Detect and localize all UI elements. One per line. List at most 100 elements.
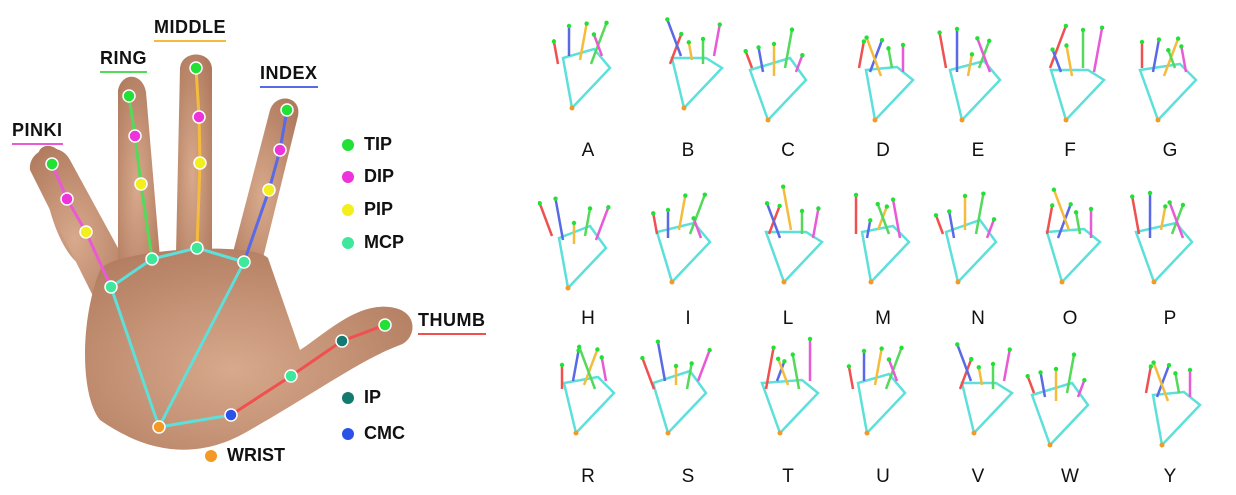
- sign-hand-skeleton: [1120, 335, 1220, 460]
- sign-tip-point: [1157, 37, 1161, 41]
- sign-letter-label: S: [638, 466, 738, 488]
- mcp-point: [146, 253, 158, 265]
- sign-hand-skeleton: [638, 178, 738, 303]
- sign-letter-label: P: [1120, 308, 1220, 330]
- sign-tip-point: [791, 352, 795, 356]
- sign-finger-line: [886, 348, 902, 389]
- sign-finger-line: [949, 211, 954, 238]
- sign-wrist-point: [865, 431, 870, 436]
- sign-letter-label: E: [928, 140, 1028, 162]
- sign-finger-line: [813, 208, 818, 238]
- sign-palm-line: [563, 49, 610, 108]
- sign-tip-point: [879, 346, 883, 350]
- legend-pip: PIP: [342, 199, 393, 220]
- sign-tip-point: [1081, 28, 1085, 32]
- sign-finger-line: [1157, 365, 1169, 397]
- sign-finger-line: [1132, 197, 1139, 234]
- sign-tip-point: [665, 17, 669, 21]
- sign-wrist-point: [869, 280, 874, 285]
- sign-palm-line: [766, 232, 822, 282]
- legend-ip: IP: [342, 387, 381, 408]
- sign-palm-line: [1140, 64, 1196, 120]
- legend-cmc: CMC: [342, 423, 405, 444]
- sign-finger-line: [1067, 355, 1074, 393]
- sign-palm-line: [1153, 392, 1200, 445]
- sign-palm-line: [862, 226, 909, 282]
- sign-tip-point: [880, 38, 884, 42]
- sign-letter-label: D: [833, 140, 933, 162]
- sign-tip-point: [577, 345, 581, 349]
- sign-cell-w: W: [1020, 335, 1120, 495]
- sign-hand-skeleton: [738, 178, 838, 303]
- sign-tip-point: [756, 45, 760, 49]
- sign-tip-point: [800, 209, 804, 213]
- sign-tip-point: [772, 42, 776, 46]
- sign-tip-point: [572, 221, 576, 225]
- sign-tip-point: [1064, 43, 1068, 47]
- sign-tip-point: [955, 27, 959, 31]
- cmc-point: [225, 409, 237, 421]
- sign-finger-line: [940, 33, 946, 68]
- sign-letter-label: B: [638, 140, 738, 162]
- sign-tip-point: [1100, 26, 1104, 30]
- sign-tip-point: [1188, 368, 1192, 372]
- sign-tip-point: [1176, 36, 1180, 40]
- sign-finger-line: [936, 215, 943, 234]
- sign-tip-point: [1173, 371, 1177, 375]
- sign-tip-point: [987, 39, 991, 43]
- pip-point: [135, 178, 147, 190]
- sign-tip-point: [1025, 374, 1029, 378]
- tip-point: [281, 104, 293, 116]
- hand-landmark-diagram: PINKI RING MIDDLE INDEX THUMB TIP DIP PI…: [0, 0, 510, 489]
- sign-tip-point: [1140, 40, 1144, 44]
- sign-finger-line: [653, 213, 657, 234]
- sign-letter-label: V: [928, 466, 1028, 488]
- sign-wrist-point: [766, 118, 771, 123]
- mcp-point: [191, 242, 203, 254]
- finger-label-ring: RING: [100, 48, 147, 69]
- finger-label-thumb: THUMB: [418, 310, 486, 331]
- sign-hand-skeleton: [833, 178, 933, 303]
- sign-tip-point: [743, 49, 747, 53]
- sign-letter-label: A: [538, 140, 638, 162]
- sign-tip-point: [781, 185, 785, 189]
- sign-cell-c: C: [738, 10, 838, 170]
- sign-tip-point: [553, 196, 557, 200]
- sign-hand-skeleton: [538, 10, 638, 135]
- sign-palm-line: [962, 383, 1012, 433]
- sign-finger-line: [591, 23, 607, 64]
- sign-letter-label: Y: [1120, 466, 1220, 488]
- sign-finger-line: [579, 347, 595, 389]
- sign-letter-label: C: [738, 140, 838, 162]
- sign-finger-line: [1004, 350, 1010, 381]
- legend-wrist: WRIST: [205, 445, 285, 466]
- sign-tip-point: [683, 193, 687, 197]
- sign-cell-n: N: [928, 178, 1028, 338]
- sign-cell-a: A: [538, 10, 638, 170]
- sign-hand-skeleton: [833, 10, 933, 135]
- sign-finger-line: [849, 366, 853, 389]
- sign-tip-point: [1167, 200, 1171, 204]
- sign-hand-skeleton: [1120, 178, 1220, 303]
- sign-tip-point: [899, 346, 903, 350]
- sign-finger-line: [573, 351, 579, 381]
- dip-point: [61, 193, 73, 205]
- sign-tip-point: [854, 193, 858, 197]
- sign-finger-line: [687, 363, 692, 389]
- sign-hand-skeleton: [928, 335, 1028, 460]
- sign-finger-line: [859, 41, 864, 68]
- sign-tip-point: [876, 202, 880, 206]
- sign-tip-point: [1148, 191, 1152, 195]
- sign-tip-point: [703, 193, 707, 197]
- tip-point: [123, 90, 135, 102]
- sign-cell-h: H: [538, 178, 638, 338]
- sign-tip-point: [937, 30, 941, 34]
- sign-hand-skeleton: [833, 335, 933, 460]
- middle-bone-line: [199, 117, 200, 163]
- legend-dip: DIP: [342, 166, 394, 187]
- sign-palm-line: [564, 377, 614, 433]
- dip-point: [274, 144, 286, 156]
- sign-tip-point: [588, 206, 592, 210]
- sign-wrist-point: [873, 118, 878, 123]
